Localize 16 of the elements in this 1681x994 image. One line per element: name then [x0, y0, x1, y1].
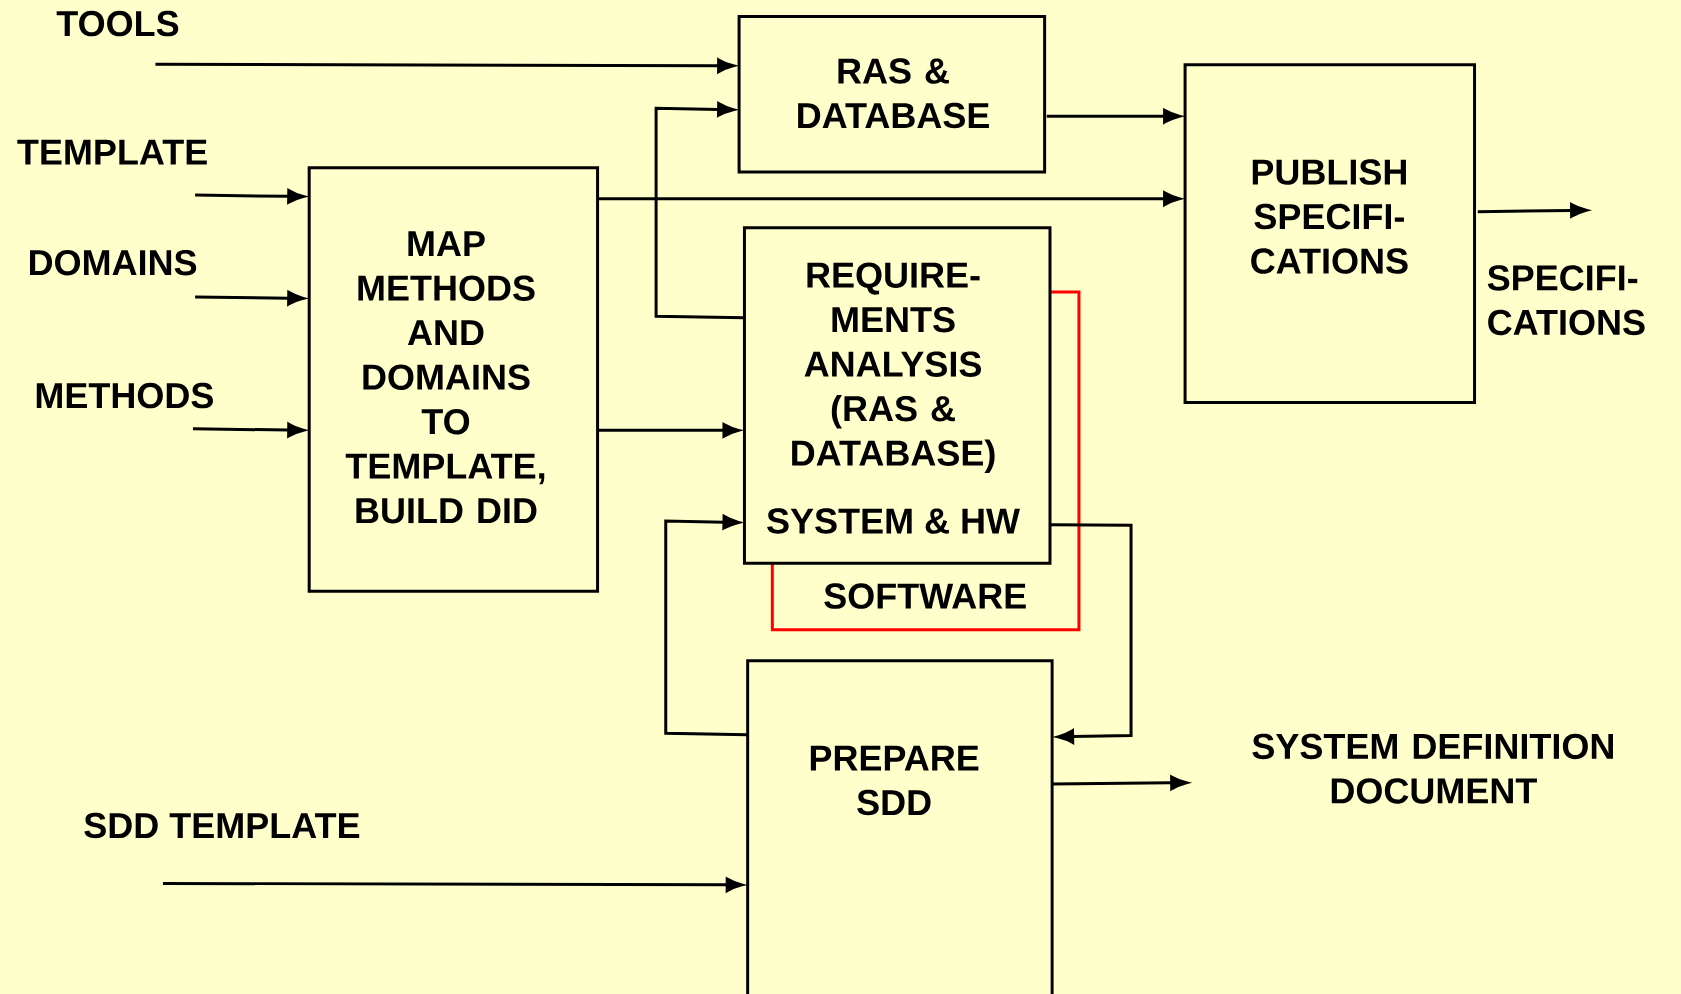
flow-label: TOOLS	[56, 10, 179, 37]
flow-label: SDD TEMPLATE	[84, 812, 360, 839]
arrow	[162, 877, 744, 893]
arrow	[654, 102, 745, 320]
flow-label: TEMPLATE	[17, 139, 207, 165]
arrow	[664, 514, 748, 737]
process-box: MAP METHODS AND DOMAINS TO TEMPLATE, BUILD DID	[307, 166, 600, 593]
process-box: PREPARE SDD	[746, 659, 1054, 994]
process-box: RAS & DATABASE	[737, 15, 1047, 174]
process-box: PUBLISH SPECIFI- CATIONS	[1183, 63, 1477, 404]
flow-label: METHODS	[36, 382, 213, 409]
flow-label: DOMAINS	[30, 249, 197, 276]
process-box: REQUIRE- MENTS ANALYSIS (RAS & DATABASE) SYSTEM & HW	[742, 226, 1052, 565]
flow-label: SPECIFI- CATIONS	[1487, 265, 1645, 336]
arrow	[1049, 523, 1133, 744]
flow-label: SYSTEM DEFINITION DOCUMENT	[1252, 733, 1613, 804]
